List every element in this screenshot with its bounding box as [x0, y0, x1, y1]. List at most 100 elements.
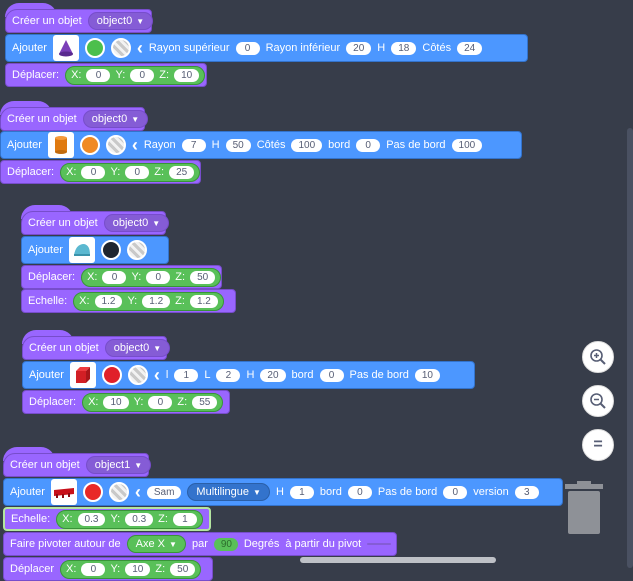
axis-dropdown[interactable]: Axe X▼ — [126, 535, 186, 553]
texture-swatch[interactable] — [105, 135, 126, 155]
x-input[interactable]: 0 — [81, 562, 106, 576]
param-input[interactable]: 24 — [457, 41, 483, 55]
x-input[interactable]: 10 — [103, 395, 129, 409]
object-dropdown[interactable]: object0▼ — [82, 110, 149, 128]
param-input[interactable]: 18 — [391, 41, 417, 55]
param-input[interactable]: 1 — [289, 485, 314, 499]
param-label: H — [275, 486, 284, 498]
x-input[interactable]: 0 — [81, 165, 106, 179]
texture-swatch[interactable] — [110, 38, 131, 58]
param-input[interactable]: 1 — [174, 368, 199, 382]
add-block-2[interactable]: Ajouter ‹ Rayon 7 H 50 Côtés 100 bord 0 … — [0, 131, 522, 159]
create-object-block-5[interactable]: Créer un objet object1▼ — [3, 447, 152, 477]
cube-shape-icon[interactable] — [69, 362, 96, 388]
scale-block-5[interactable]: Echelle: X:0.3 Y:0.3 Z:1 — [3, 507, 211, 531]
chevron-left-icon[interactable]: ‹ — [136, 38, 143, 58]
param-input[interactable]: 100 — [291, 138, 323, 152]
horizontal-scrollbar[interactable] — [300, 557, 496, 563]
create-object-block-3[interactable]: Créer un objet object0▼ — [21, 205, 170, 235]
param-input[interactable]: 20 — [346, 41, 372, 55]
color-swatch[interactable] — [82, 482, 103, 502]
z-input[interactable]: 1.2 — [189, 294, 218, 308]
create-object-block-1[interactable]: Créer un objet object0▼ — [5, 3, 154, 33]
param-input[interactable]: 0 — [347, 485, 372, 499]
create-object-block-4[interactable]: Créer un objet object0▼ — [22, 330, 171, 360]
y-input[interactable]: 0 — [130, 68, 155, 82]
text-shape-icon[interactable] — [50, 479, 77, 505]
param-input[interactable]: 0 — [319, 368, 344, 382]
caret-down-icon: ▼ — [131, 114, 140, 124]
param-input[interactable]: 0 — [443, 485, 468, 499]
add-block-1[interactable]: Ajouter ‹ Rayon supérieur 0 Rayon inféri… — [5, 34, 528, 62]
scale-block-3[interactable]: Echelle: X:1.2 Y:1.2 Z:1.2 — [21, 289, 236, 313]
create-object-block-2[interactable]: Créer un objet object0▼ — [0, 101, 149, 131]
param-input[interactable]: 0 — [356, 138, 381, 152]
param-input[interactable]: 2 — [216, 368, 241, 382]
font-dropdown[interactable]: Multilingue▼ — [187, 483, 270, 501]
create-object-label: Créer un objet — [7, 113, 77, 125]
degrees-input[interactable]: 90 — [213, 537, 238, 551]
object-dropdown[interactable]: object0▼ — [87, 12, 154, 30]
y-input[interactable]: 10 — [125, 562, 151, 576]
param-input[interactable]: 10 — [414, 368, 440, 382]
x-input[interactable]: 0 — [86, 68, 111, 82]
move-block-4[interactable]: Déplacer: X:10 Y:0 Z:55 — [22, 390, 230, 414]
y-input[interactable]: 0 — [125, 165, 150, 179]
param-input[interactable]: 50 — [225, 138, 251, 152]
param-input[interactable]: 100 — [451, 138, 483, 152]
move-label: Déplacer — [10, 563, 55, 575]
move-block-1[interactable]: Déplacer: X:0 Y:0 Z:10 — [5, 63, 207, 87]
rotate-block-5[interactable]: Faire pivoter autour de Axe X▼ par 90 De… — [3, 532, 397, 556]
z-label: Z: — [175, 271, 186, 283]
texture-swatch[interactable] — [108, 482, 129, 502]
color-swatch[interactable] — [79, 135, 100, 155]
text-input[interactable]: Sam — [146, 485, 182, 499]
zoom-out-button[interactable] — [582, 385, 614, 417]
cone-shape-icon[interactable] — [52, 35, 79, 61]
z-input[interactable]: 50 — [170, 562, 196, 576]
param-input[interactable]: 0 — [235, 41, 260, 55]
object-dropdown[interactable]: object1▼ — [85, 456, 152, 474]
x-label: X: — [88, 396, 99, 408]
object-dropdown[interactable]: object0▼ — [104, 339, 171, 357]
y-input[interactable]: 0 — [148, 395, 173, 409]
z-input[interactable]: 1 — [172, 512, 197, 526]
param-input[interactable]: 7 — [181, 138, 206, 152]
z-input[interactable]: 50 — [190, 270, 216, 284]
add-block-3[interactable]: Ajouter — [21, 236, 169, 264]
move-block-3[interactable]: Déplacer: X:0 Y:0 Z:50 — [21, 265, 222, 289]
color-swatch[interactable] — [84, 38, 105, 58]
chevron-left-icon[interactable]: ‹ — [134, 482, 141, 502]
zoom-reset-button[interactable]: = — [582, 429, 614, 461]
param-input[interactable]: 20 — [260, 368, 286, 382]
y-input[interactable]: 0.3 — [125, 512, 154, 526]
pivot-slot[interactable] — [367, 543, 392, 545]
add-block-4[interactable]: Ajouter ‹ l 1 L 2 H 20 bord 0 Pas de bor… — [22, 361, 475, 389]
color-swatch[interactable] — [101, 365, 122, 385]
move-block-5[interactable]: Déplacer X:0 Y:10 Z:50 — [3, 557, 213, 581]
cylinder-shape-icon[interactable] — [47, 132, 74, 158]
x-input[interactable]: 0.3 — [77, 512, 106, 526]
texture-swatch[interactable] — [127, 365, 148, 385]
move-block-2[interactable]: Déplacer: X:0 Y:0 Z:25 — [0, 160, 201, 184]
add-block-5[interactable]: Ajouter ‹ Sam Multilingue▼ H 1 bord 0 Pa… — [3, 478, 563, 506]
x-input[interactable]: 1.2 — [94, 294, 123, 308]
x-input[interactable]: 0 — [102, 270, 127, 284]
chevron-left-icon[interactable]: ‹ — [153, 365, 160, 385]
z-label: Z: — [155, 563, 166, 575]
vertical-scrollbar[interactable] — [627, 128, 633, 568]
param-input[interactable]: 3 — [514, 485, 539, 499]
object-dropdown[interactable]: object0▼ — [103, 214, 170, 232]
z-input[interactable]: 55 — [192, 395, 218, 409]
y-input[interactable]: 1.2 — [142, 294, 171, 308]
chevron-left-icon[interactable]: ‹ — [131, 135, 138, 155]
y-input[interactable]: 0 — [146, 270, 171, 284]
zoom-in-button[interactable] — [582, 341, 614, 373]
dome-shape-icon[interactable] — [68, 237, 95, 263]
color-swatch[interactable] — [100, 240, 121, 260]
add-label: Ajouter — [10, 486, 45, 498]
trash-icon[interactable] — [562, 480, 606, 536]
texture-swatch[interactable] — [126, 240, 147, 260]
z-input[interactable]: 25 — [169, 165, 195, 179]
z-input[interactable]: 10 — [174, 68, 200, 82]
